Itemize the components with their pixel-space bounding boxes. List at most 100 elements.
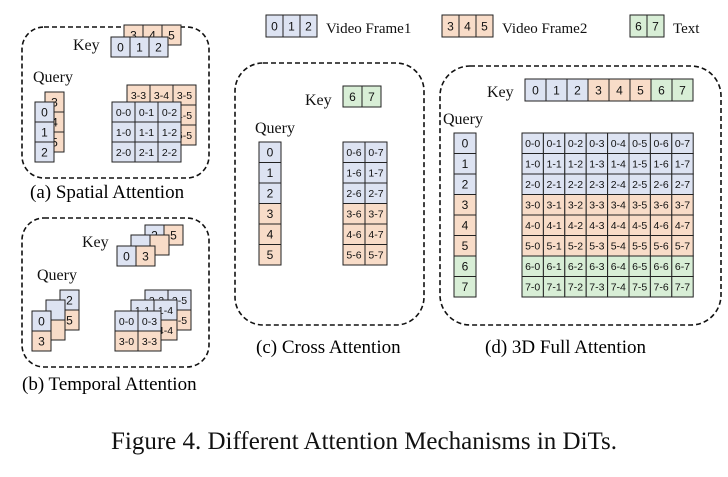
legend-cell: 5 bbox=[481, 19, 488, 33]
full-key-cell: 0 bbox=[532, 83, 539, 97]
legend-cell: 2 bbox=[305, 19, 312, 33]
full-grid-cell: 2-4 bbox=[611, 179, 626, 191]
spatial-grid-cell: 2-0 bbox=[116, 147, 131, 159]
spatial-grid-cell: 1-1 bbox=[139, 127, 154, 139]
full-grid-cell: 2-1 bbox=[547, 179, 562, 191]
temporal-query-cell-box bbox=[31, 330, 52, 352]
legend-cell: 4 bbox=[464, 19, 471, 33]
full-grid-cell: 3-0 bbox=[525, 200, 540, 212]
spatial-key-cell-box bbox=[148, 36, 169, 58]
cross-grid-cell: 3-7 bbox=[368, 209, 383, 221]
temporal-caption: (b) Temporal Attention bbox=[22, 374, 197, 395]
cross-grid-cell: 0-7 bbox=[368, 147, 383, 159]
spatial-key-back-cell: 5 bbox=[168, 28, 175, 42]
full-query-cell: 6 bbox=[462, 260, 469, 274]
full-query-label: Query bbox=[443, 111, 483, 128]
figure-caption: Figure 4. Different Attention Mechanisms… bbox=[110, 428, 618, 455]
full-grid-cell: 4-4 bbox=[611, 220, 626, 232]
full-query-cell: 2 bbox=[462, 178, 469, 192]
spatial-key-cell: 1 bbox=[136, 40, 143, 54]
full-grid-cell: 7-4 bbox=[611, 282, 626, 294]
full-grid-cell: 5-0 bbox=[525, 241, 540, 253]
cross-query-cell: 1 bbox=[267, 166, 274, 180]
temporal-key-cell: 3 bbox=[142, 249, 149, 263]
temporal-grid-mid-cell: 1-4 bbox=[158, 305, 173, 317]
full-grid-cell: 4-1 bbox=[547, 220, 562, 232]
full-key-cell: 2 bbox=[574, 83, 581, 97]
spatial-grid-back-cell: 3-4 bbox=[154, 90, 169, 102]
spatial-grid-cell: 1-2 bbox=[162, 127, 177, 139]
full-grid-cell: 6-5 bbox=[632, 261, 647, 273]
full-grid-cell: 1-4 bbox=[611, 159, 626, 171]
cross-grid-cell: 2-7 bbox=[368, 188, 383, 200]
full-grid-cell: 6-1 bbox=[547, 261, 562, 273]
cross-key-cell: 6 bbox=[349, 90, 356, 104]
full-grid-cell: 0-0 bbox=[525, 138, 540, 150]
full-grid-cell: 0-7 bbox=[675, 138, 690, 150]
full-grid-cell: 0-2 bbox=[568, 138, 583, 150]
cross-query-cell: 5 bbox=[267, 248, 274, 262]
spatial-caption: (a) Spatial Attention bbox=[30, 182, 185, 203]
full-grid-cell: 4-7 bbox=[675, 220, 690, 232]
legend-cell: 3 bbox=[447, 19, 454, 33]
spatial-key-back-cell: 4 bbox=[149, 28, 156, 42]
temporal-key-cell: 0 bbox=[123, 249, 130, 263]
full-grid-cell: 7-3 bbox=[589, 282, 604, 294]
full-grid-cell: 6-3 bbox=[589, 261, 604, 273]
full-grid-cell: 1-7 bbox=[675, 159, 690, 171]
legend-label: Video Frame1 bbox=[326, 21, 411, 37]
full-query-cell: 7 bbox=[462, 280, 469, 294]
cross-grid-cell: 5-7 bbox=[368, 250, 383, 262]
full-grid-cell: 5-3 bbox=[589, 241, 604, 253]
full-grid-cell: 3-7 bbox=[675, 200, 690, 212]
cross-key-cell: 7 bbox=[368, 90, 375, 104]
full-grid-cell: 2-2 bbox=[568, 179, 583, 191]
spatial-key-cell: 0 bbox=[117, 40, 124, 54]
cross-panel-frame bbox=[234, 62, 425, 326]
full-grid-cell: 5-5 bbox=[632, 241, 647, 253]
spatial-grid-cell: 2-1 bbox=[139, 147, 154, 159]
cross-grid-cell: 4-6 bbox=[346, 229, 361, 241]
full-grid-cell: 5-4 bbox=[611, 241, 626, 253]
full-grid-cell: 4-5 bbox=[632, 220, 647, 232]
full-query-cell: 0 bbox=[462, 137, 469, 151]
full-grid-cell: 3-3 bbox=[589, 200, 604, 212]
full-grid-cell: 2-7 bbox=[675, 179, 690, 191]
spatial-key-label: Key bbox=[73, 37, 100, 54]
full-query-cell: 5 bbox=[462, 239, 469, 253]
cross-grid-cell: 0-6 bbox=[346, 147, 361, 159]
full-grid-cell: 3-5 bbox=[632, 200, 647, 212]
full-grid-cell: 4-6 bbox=[654, 220, 669, 232]
legend-cell: 7 bbox=[652, 19, 659, 33]
spatial-query-cell-box bbox=[34, 141, 55, 163]
full-grid-cell: 4-2 bbox=[568, 220, 583, 232]
cross-key-label: Key bbox=[305, 92, 332, 109]
cross-grid-cell: 3-6 bbox=[346, 209, 361, 221]
temporal-grid-cell: 0-3 bbox=[142, 316, 157, 328]
spatial-grid-cell-box bbox=[157, 141, 182, 163]
full-grid-cell: 6-4 bbox=[611, 261, 626, 273]
cross-grid-cell: 2-6 bbox=[346, 188, 361, 200]
legend-cell-box bbox=[646, 14, 665, 38]
full-grid-cell: 5-7 bbox=[675, 241, 690, 253]
spatial-key-cell: 2 bbox=[155, 40, 162, 54]
cross-query-cell: 2 bbox=[267, 187, 274, 201]
full-grid-cell-box bbox=[671, 276, 694, 298]
full-key-cell-box bbox=[671, 78, 694, 102]
cross-grid-cell: 1-6 bbox=[346, 168, 361, 180]
cross-grid-cell: 5-6 bbox=[346, 250, 361, 262]
cross-grid-cell: 4-7 bbox=[368, 229, 383, 241]
full-grid-cell: 3-2 bbox=[568, 200, 583, 212]
full-grid-cell: 7-1 bbox=[547, 282, 562, 294]
full-grid-cell: 7-0 bbox=[525, 282, 540, 294]
full-grid-cell: 1-5 bbox=[632, 159, 647, 171]
spatial-attention-panel: 345012KeyQuery3450123-33-43-54-34-44-55-… bbox=[33, 24, 197, 163]
spatial-query-cell: 2 bbox=[41, 145, 48, 159]
full-grid-cell: 4-0 bbox=[525, 220, 540, 232]
temporal-grid-cell: 0-0 bbox=[119, 316, 134, 328]
spatial-grid-cell: 0-2 bbox=[162, 107, 177, 119]
full-grid-cell: 7-5 bbox=[632, 282, 647, 294]
spatial-query-back-cell: 4 bbox=[51, 115, 58, 129]
full-query-cell: 1 bbox=[462, 157, 469, 171]
